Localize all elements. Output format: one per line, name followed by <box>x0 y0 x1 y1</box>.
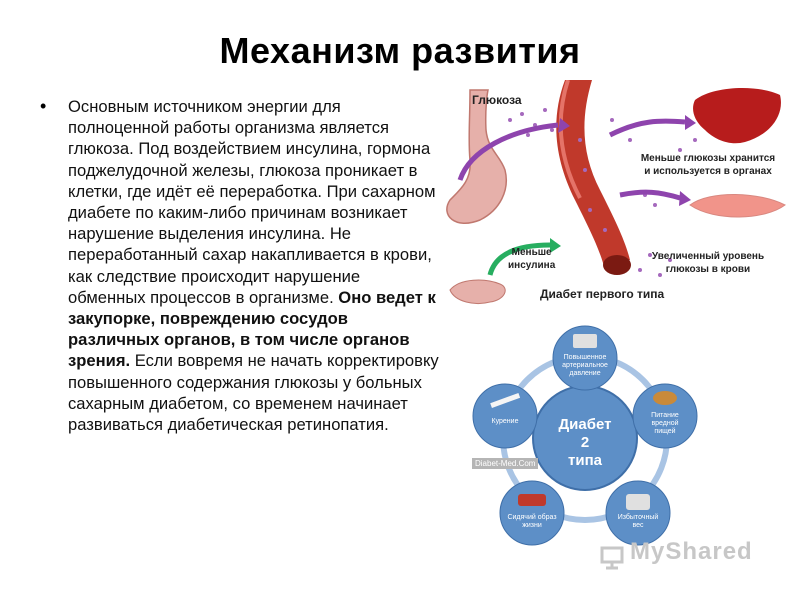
node-pressure-circle <box>552 325 618 391</box>
type1-drawing <box>446 79 786 304</box>
glucose-dots <box>508 108 697 277</box>
glucose-label: Глюкоза <box>472 93 522 107</box>
type1-caption: Диабет первого типа <box>540 287 665 301</box>
less-insulin-label: Меньше инсулина <box>508 246 555 272</box>
center-label-line2: 2 <box>580 434 590 451</box>
center-label-line1: Диабет <box>558 416 612 433</box>
node-smoking-circle <box>472 383 538 449</box>
body-paragraph: Основным источником энергии для полноцен… <box>68 96 440 435</box>
tonometer-icon <box>573 334 597 348</box>
burger-icon <box>653 391 677 405</box>
watermark-icon <box>600 546 624 570</box>
less-glucose-stored-label: Меньше глюкозы хранится и используется в… <box>628 152 788 178</box>
node-pressure-label: Повышенное артериальное давление <box>562 354 608 377</box>
node-weight-circle <box>605 480 671 546</box>
arrow-to-vessel <box>457 122 559 181</box>
blood-vessel <box>556 80 630 270</box>
type2-drawing <box>472 325 698 546</box>
cigarette-icon <box>490 392 521 408</box>
less-insulin-line1: Меньше <box>511 247 552 258</box>
increased-glucose-line2: глюкозы в крови <box>665 264 751 275</box>
arrow-to-muscle <box>619 189 681 201</box>
type1-diabetes-illustration: Глюкоза Меньше глюкозы хранится и исполь… <box>440 79 790 320</box>
body-text-bold: Оно ведет к закупорке, повреждению сосуд… <box>68 287 436 371</box>
less-insulin-line2: инсулина <box>508 260 556 271</box>
body-text-part2: Если вовремя не начать корректировку пов… <box>68 351 439 435</box>
watermark-text: MyShared <box>630 538 753 565</box>
node-weight-label: Избыточный вес <box>617 514 659 529</box>
vessel-opening <box>603 255 631 275</box>
bullet-marker: • <box>40 96 47 116</box>
node-food-circle <box>632 383 698 449</box>
less-glucose-stored-line1: Меньше глюкозы хранится <box>640 153 776 164</box>
slide-title: Механизм развития <box>219 30 581 71</box>
muscle-shape <box>689 194 786 218</box>
source-tag: Diabet-Med.Com <box>472 458 539 469</box>
center-label-line3: типа <box>568 452 602 469</box>
center-label: Диабет 2 типа <box>550 416 620 470</box>
type2-diabetes-wheel: Диабет 2 типа Повышенное артериальное да… <box>470 318 700 548</box>
increased-glucose-label: Увеличенный уровень глюкозы в крови <box>628 250 788 276</box>
arrow-to-liver <box>608 118 686 138</box>
node-sedentary-circle <box>499 480 565 546</box>
increased-glucose-line1: Увеличенный уровень <box>651 251 765 262</box>
insulin-arrow <box>487 242 551 276</box>
sofa-icon <box>518 494 546 506</box>
scale-icon <box>626 494 650 510</box>
pancreas-shape <box>449 279 506 304</box>
node-smoking-label: Курение <box>491 418 519 425</box>
less-glucose-stored-line2: и используется в органах <box>644 166 772 177</box>
body-text-part1: Основным источником энергии для полноцен… <box>68 97 436 307</box>
node-sedentary-label: Сидячий образ жизни <box>507 514 557 529</box>
liver-shape <box>693 88 781 144</box>
node-food-label: Питание вредной пищей <box>651 412 679 435</box>
